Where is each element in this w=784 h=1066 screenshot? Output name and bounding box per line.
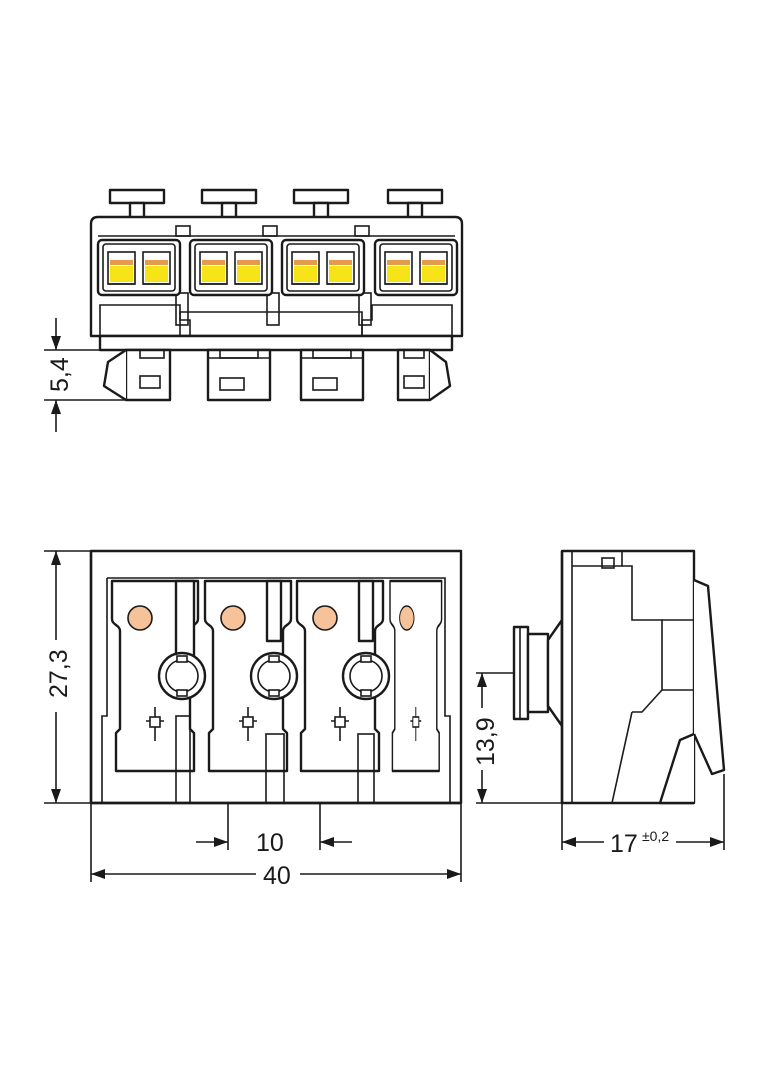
dim-height-offset: 5,4 [46, 357, 74, 392]
dim-depth-tolerance: ±0,2 [642, 828, 669, 844]
dim-depth: 17 [610, 830, 638, 858]
dim-total-height: 27,3 [45, 649, 73, 698]
connector-front-view: 27,3 10 40 [40, 549, 463, 890]
connector-side-view: 13,9 17 ±0,2 [468, 549, 726, 858]
connector-top-view: 5,4 [44, 188, 464, 432]
dim-total-width: 40 [263, 862, 291, 890]
dim-pitch: 10 [256, 829, 284, 857]
dim-pin-height: 13,9 [472, 717, 500, 766]
